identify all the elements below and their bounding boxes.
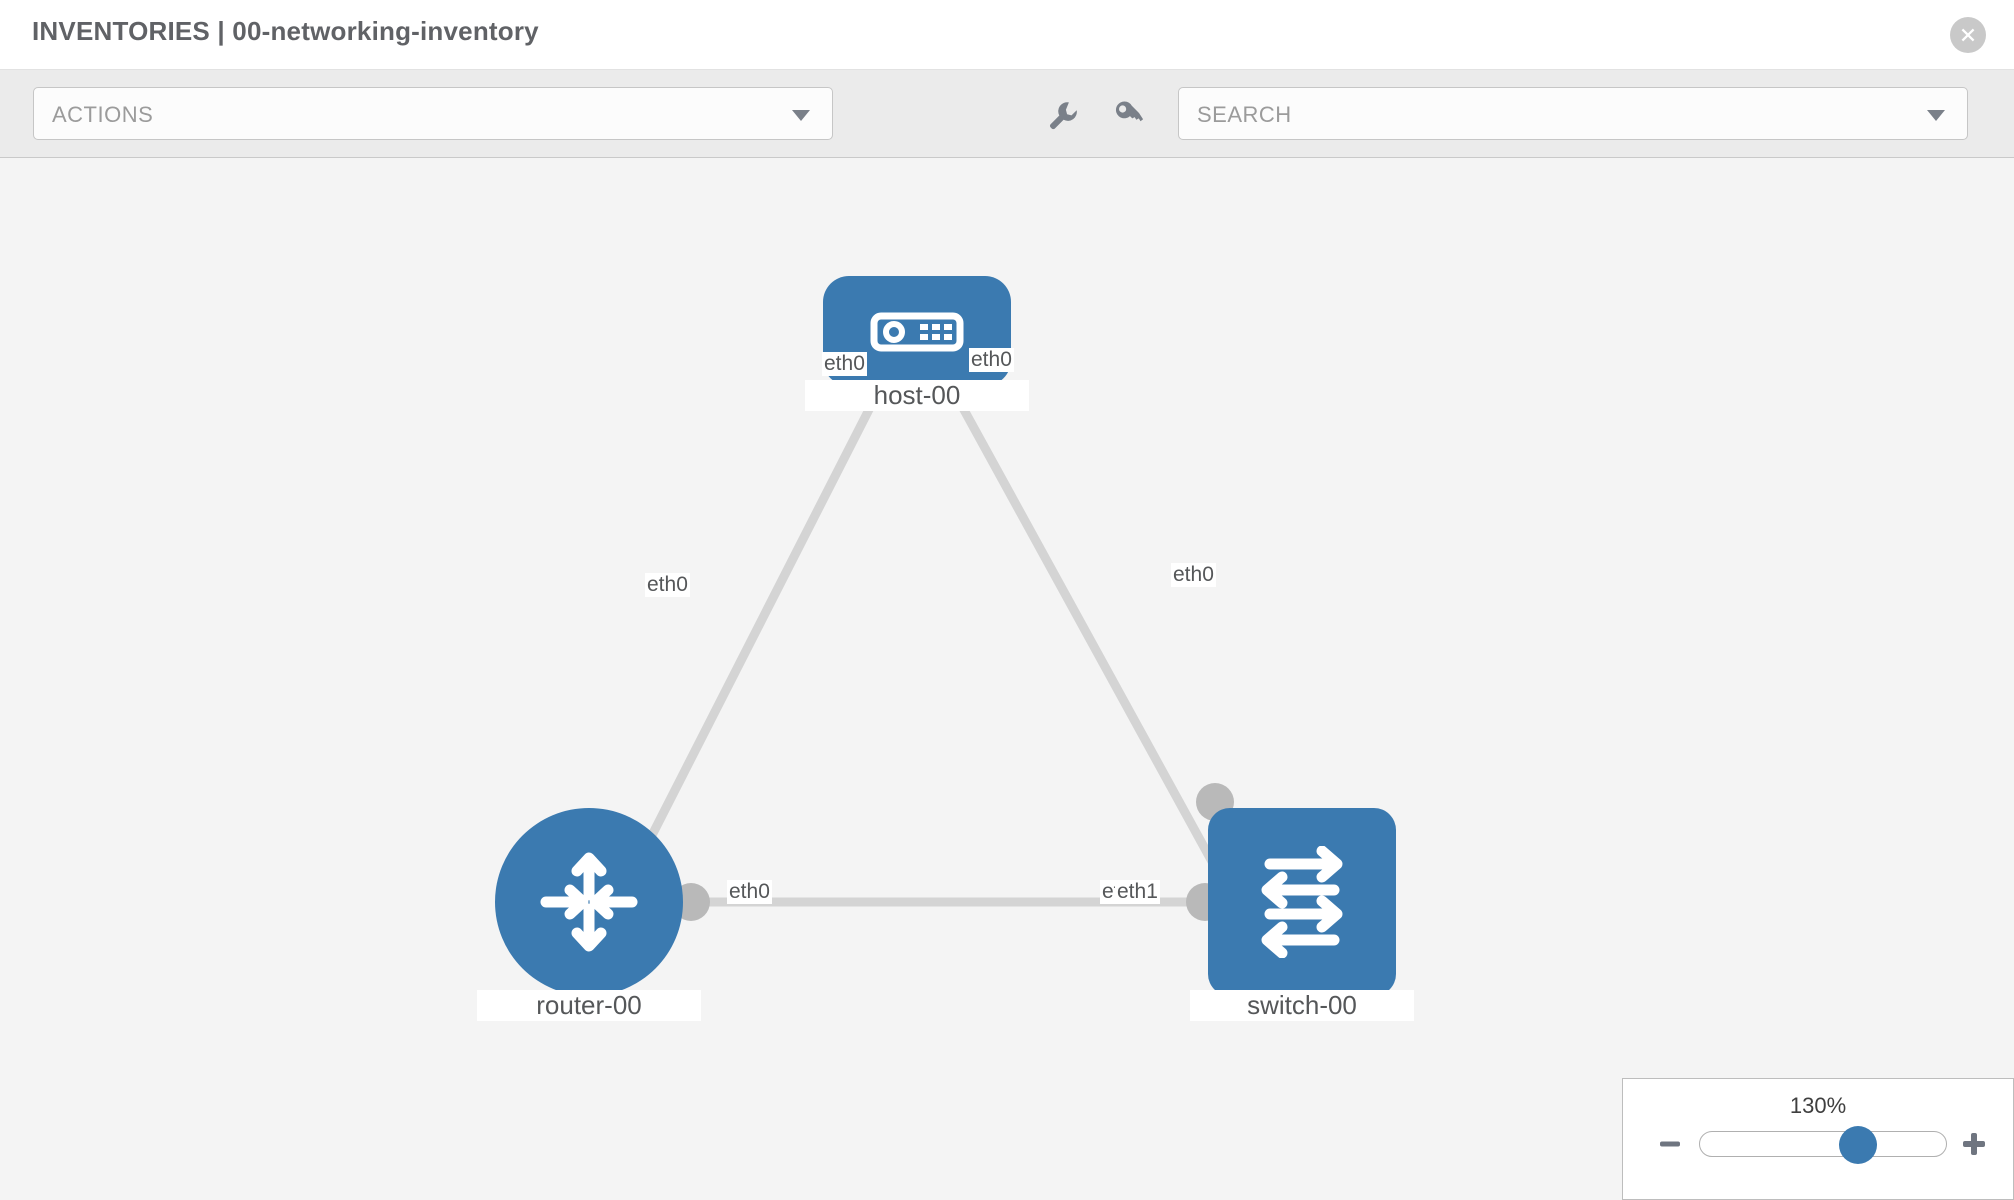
bidirectional-arrows-icon: [1261, 846, 1343, 958]
node-switch-00-shape: [1208, 808, 1396, 996]
iface-label-switch00-eth0-uplink: eth0: [1171, 563, 1216, 587]
node-switch-00-label: switch-00: [1190, 990, 1414, 1021]
node-router-00-label: router-00: [477, 990, 701, 1021]
page-header: INVENTORIES | 00-networking-inventory: [0, 0, 2014, 70]
zoom-in-button[interactable]: [1957, 1127, 1991, 1161]
topology-canvas[interactable]: host-00: [0, 158, 2014, 1200]
zoom-slider-track[interactable]: [1699, 1126, 1947, 1164]
plus-icon: [1963, 1133, 1985, 1155]
zoom-out-button[interactable]: [1653, 1127, 1687, 1161]
actions-dropdown[interactable]: ACTIONS: [33, 87, 833, 140]
node-host-00[interactable]: host-00: [805, 276, 1029, 411]
node-switch-00[interactable]: switch-00: [1190, 808, 1414, 1021]
iface-label-router00-eth0: eth0: [727, 880, 772, 904]
wrench-icon[interactable]: [1044, 96, 1082, 134]
actions-dropdown-label: ACTIONS: [52, 102, 154, 127]
server-appliance-icon: [870, 312, 964, 352]
zoom-slider-thumb[interactable]: [1838, 1126, 1877, 1164]
node-router-00[interactable]: router-00: [477, 808, 701, 1021]
node-host-00-label: host-00: [805, 380, 1029, 411]
minus-icon: [1660, 1141, 1680, 1147]
toolbar: ACTIONS SEARCH: [0, 70, 2014, 158]
search-placeholder: SEARCH: [1197, 102, 1292, 127]
four-way-arrows-icon: [540, 852, 638, 952]
chevron-down-icon[interactable]: [1927, 110, 1945, 121]
link-host00-switch00: [948, 385, 1236, 901]
zoom-control-panel: 130%: [1622, 1078, 2014, 1200]
node-router-00-shape: [495, 808, 683, 996]
iface-label-router00-eth0-uplink: eth0: [645, 573, 690, 597]
close-icon[interactable]: [1950, 17, 1986, 53]
iface-label-host00-eth0-right: eth0: [969, 348, 1014, 372]
iface-label-host00-eth0-left: eth0: [822, 352, 867, 376]
key-icon[interactable]: [1110, 96, 1148, 134]
iface-label-switch00-eth1: eth1: [1115, 880, 1160, 904]
zoom-level-value: 130%: [1789, 1093, 1847, 1118]
chevron-down-icon: [792, 110, 810, 121]
page-title: INVENTORIES | 00-networking-inventory: [32, 16, 539, 46]
search-input[interactable]: SEARCH: [1178, 87, 1968, 140]
link-host00-router00: [615, 385, 885, 901]
